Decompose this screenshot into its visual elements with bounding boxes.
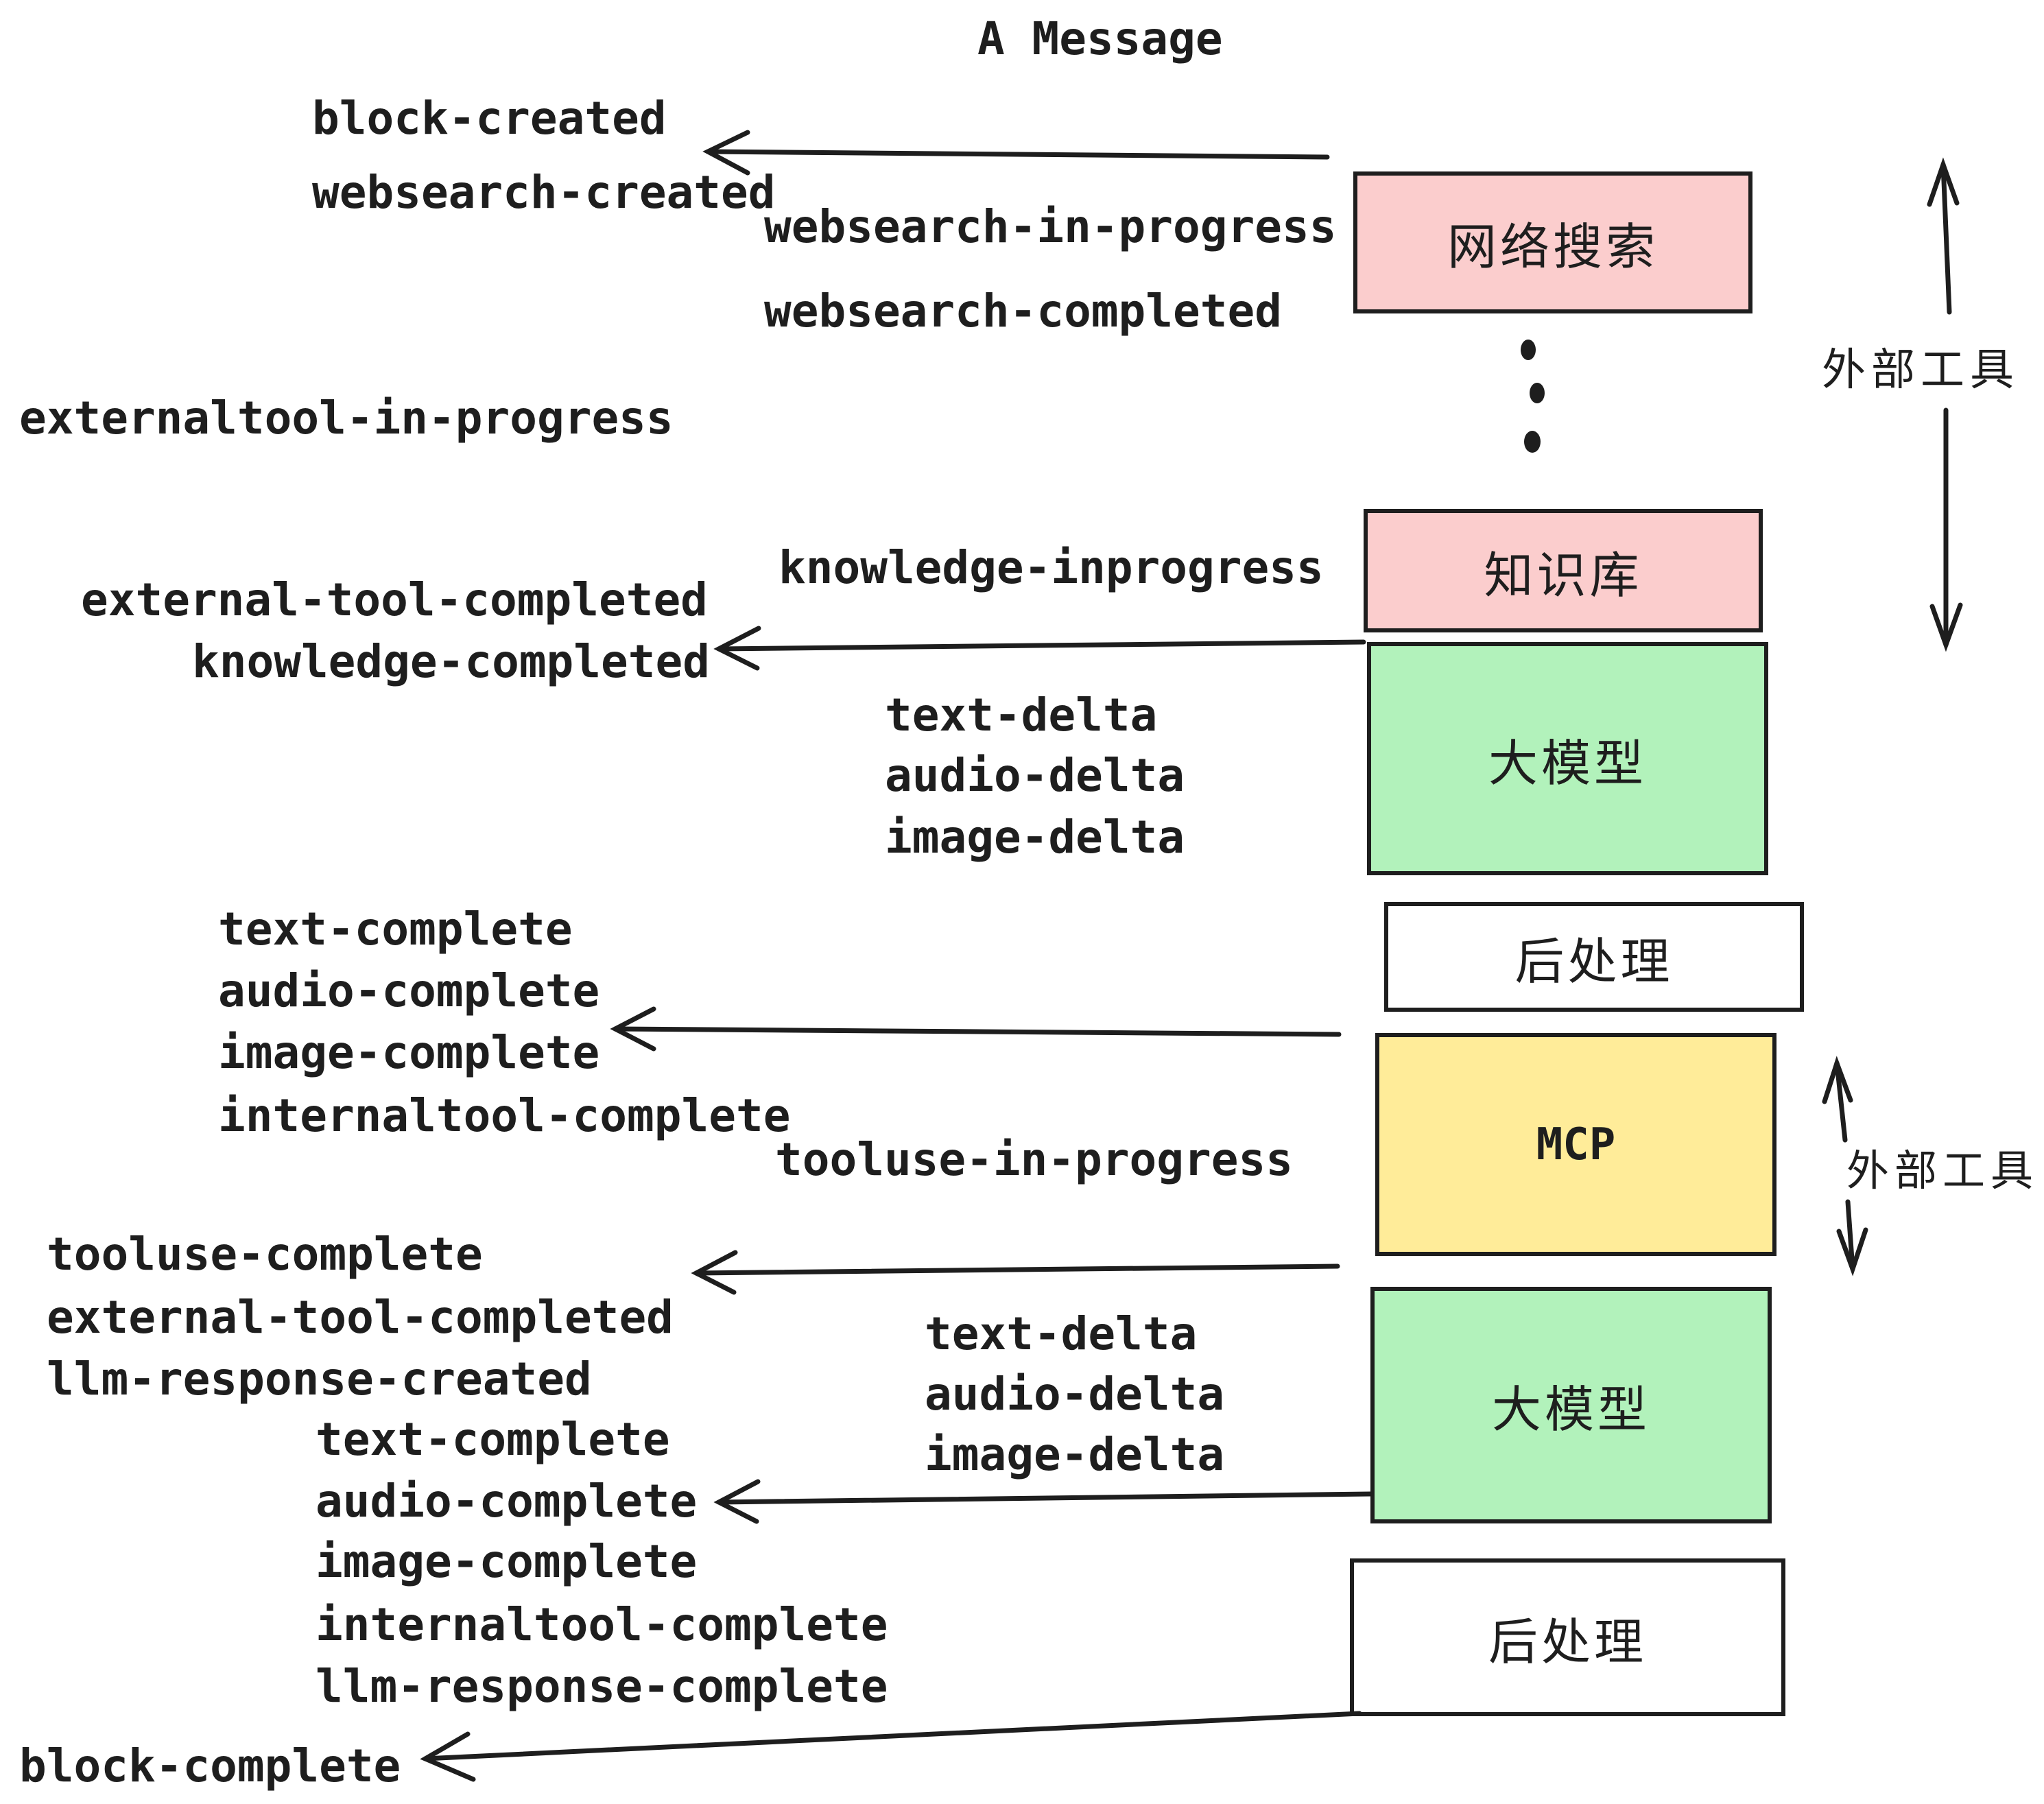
box-mcp: MCP xyxy=(1375,1033,1776,1256)
event-label-tooluse-complete: tooluse-complete xyxy=(47,1228,483,1281)
event-label-audio-delta: audio-delta xyxy=(885,749,1185,802)
event-label-tooluse-in-progress: tooluse-in-progress xyxy=(775,1133,1293,1186)
event-label-image-complete-2: image-complete xyxy=(316,1535,698,1588)
event-label-text-delta: text-delta xyxy=(885,689,1158,741)
event-label-external-tool-completed: external-tool-completed xyxy=(81,573,708,626)
event-label-audio-complete-2: audio-complete xyxy=(316,1475,698,1528)
box-websearch: 网络搜索 xyxy=(1353,171,1752,313)
event-label-block-complete: block-complete xyxy=(19,1740,401,1792)
ellipsis-dots xyxy=(1521,340,1545,453)
box-knowledge-base-label: 知识库 xyxy=(1484,548,1643,604)
diagram-title: A Message xyxy=(977,12,1223,65)
box-postprocess-2: 后处理 xyxy=(1350,1558,1785,1716)
arrow-websearch-to-created-events xyxy=(702,130,1330,176)
arrow-llm2-to-audio-complete xyxy=(713,1479,1373,1524)
arrow-postprocess2-to-block-complete xyxy=(420,1711,1362,1782)
external-tools-label-2: 外部工具 xyxy=(1846,1148,2039,1195)
event-label-websearch-completed: websearch-completed xyxy=(764,285,1282,337)
box-llm-2-label: 大模型 xyxy=(1491,1383,1650,1438)
event-label-llm-response-complete: llm-response-complete xyxy=(316,1660,888,1713)
box-websearch-label: 网络搜索 xyxy=(1447,220,1659,275)
event-label-block-created: block-created xyxy=(312,92,667,145)
external-tools-double-arrow-1 xyxy=(1927,157,1963,652)
event-label-audio-delta-2: audio-delta xyxy=(925,1368,1225,1421)
arrow-mcp-to-tooluse-complete xyxy=(691,1250,1340,1295)
event-label-externaltool-in-progress: externaltool-in-progress xyxy=(19,392,674,444)
event-label-knowledge-completed: knowledge-completed xyxy=(192,635,710,688)
box-mcp-label: MCP xyxy=(1536,1119,1616,1170)
event-label-text-delta-2: text-delta xyxy=(925,1307,1198,1360)
box-llm-2: 大模型 xyxy=(1370,1287,1772,1523)
event-label-llm-response-created: llm-response-created xyxy=(47,1353,592,1405)
event-label-text-complete-2: text-complete xyxy=(316,1413,670,1466)
box-llm-1: 大模型 xyxy=(1367,642,1768,875)
box-postprocess-2-label: 后处理 xyxy=(1488,1615,1647,1670)
event-label-image-delta-2: image-delta xyxy=(925,1428,1225,1481)
box-postprocess-1: 后处理 xyxy=(1384,902,1804,1012)
event-label-text-complete: text-complete xyxy=(218,903,573,956)
box-knowledge-base: 知识库 xyxy=(1364,509,1763,632)
event-label-websearch-in-progress: websearch-in-progress xyxy=(764,200,1337,253)
event-label-audio-complete: audio-complete xyxy=(218,964,600,1017)
event-label-image-complete: image-complete xyxy=(218,1026,600,1079)
box-postprocess-1-label: 后处理 xyxy=(1514,934,1674,990)
event-label-internaltool-complete-2: internaltool-complete xyxy=(316,1598,888,1651)
event-label-websearch-created: websearch-created xyxy=(312,166,776,219)
external-tools-label-1: 外部工具 xyxy=(1822,345,2019,394)
event-label-internaltool-complete: internaltool-complete xyxy=(218,1089,791,1142)
event-label-image-delta: image-delta xyxy=(885,811,1185,864)
box-llm-1-label: 大模型 xyxy=(1488,736,1647,792)
event-label-external-tool-completed-2: external-tool-completed xyxy=(47,1291,674,1344)
event-label-knowledge-inprogress: knowledge-inprogress xyxy=(779,541,1324,594)
arrow-mcp-to-complete-events xyxy=(610,1006,1342,1052)
arrow-llm1-to-knowledge-completed xyxy=(713,626,1366,671)
